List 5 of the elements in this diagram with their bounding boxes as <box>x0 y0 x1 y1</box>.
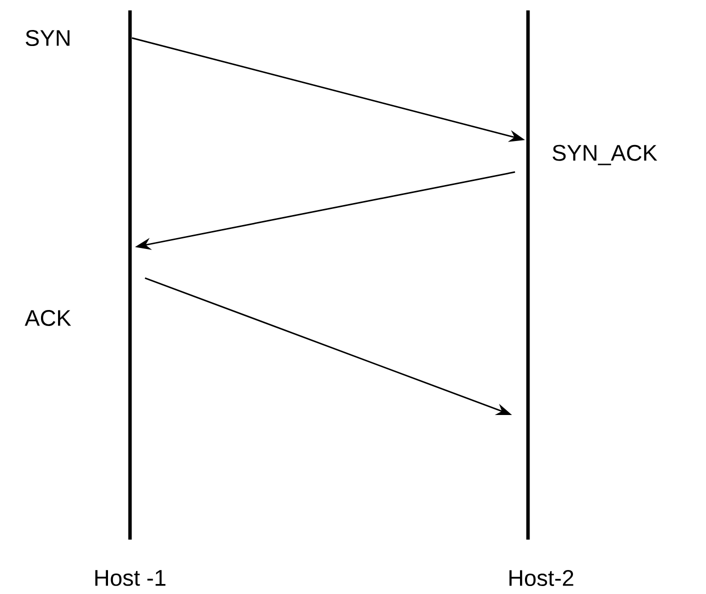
host-label: Host-2 <box>509 570 574 586</box>
edge-label: SYN <box>26 30 70 46</box>
edge-label: SYN_ACK <box>552 144 658 166</box>
host-label: Host -1 <box>95 570 166 586</box>
edge-label: ACK <box>24 310 72 326</box>
